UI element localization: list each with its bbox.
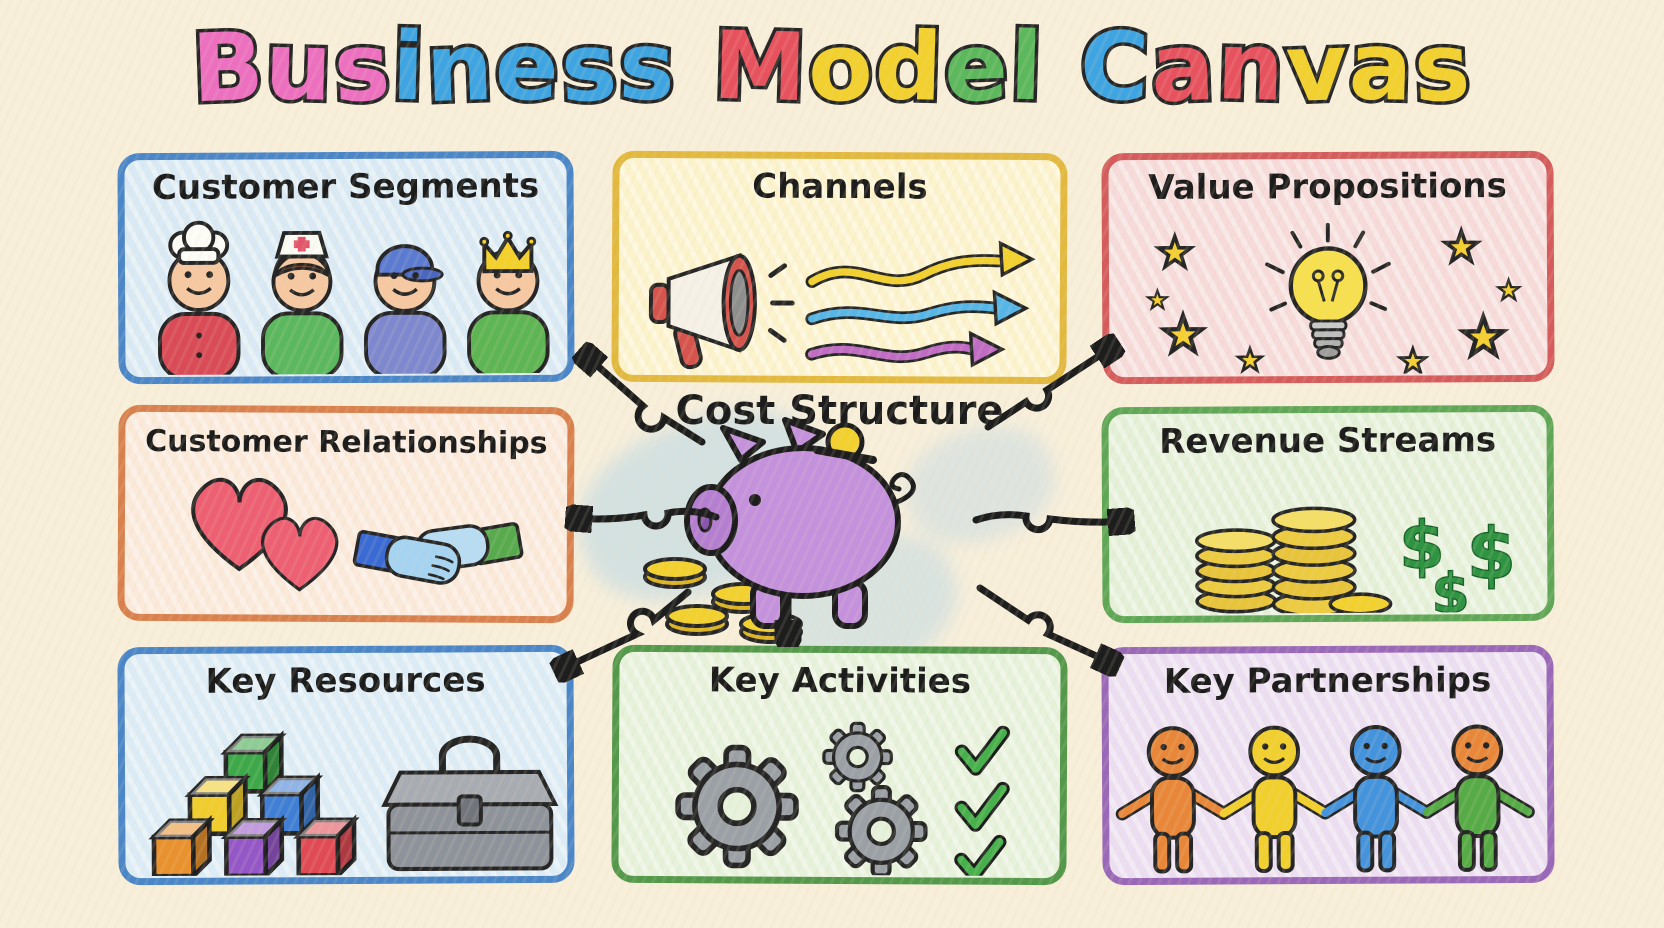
box-label: Customer Segments [151, 165, 540, 209]
person-icon [1219, 725, 1330, 873]
title-letter: s [329, 10, 398, 128]
title-letter: s [614, 9, 682, 127]
hearts-icon [190, 477, 339, 592]
title-letter: B [186, 9, 270, 128]
box-label: Value Propositions [1148, 166, 1507, 208]
dollar-sign: $ [1399, 508, 1445, 584]
nurse-person-icon [261, 230, 344, 376]
dollar-sign: $ [1466, 512, 1516, 595]
toolbox-icon [381, 735, 559, 872]
title-letter: o [803, 9, 880, 127]
gears-icon [678, 721, 926, 875]
title-letter: n [1212, 9, 1291, 127]
box-label: Channels [752, 166, 928, 208]
coin-stack-icon [1195, 528, 1277, 614]
person-icon [1118, 726, 1228, 874]
box-channels: Channels [611, 150, 1068, 385]
customer-relationships-icon [190, 477, 524, 592]
coin-icon [1328, 592, 1393, 615]
title-letter: i [387, 9, 431, 126]
box-key-resources: Key Resources [117, 644, 575, 886]
box-revenue-streams: Revenue Streams $ $ $ [1101, 404, 1555, 624]
box-label: Key Resources [205, 660, 486, 702]
box-label: Customer Relationships [145, 423, 548, 462]
lightbulb-icon [1265, 222, 1391, 360]
revenue-streams-icon: $ $ $ [1195, 506, 1517, 615]
box-value-propositions: Value Propositions [1101, 150, 1555, 385]
dollar-sign: $ [1431, 561, 1470, 614]
title-letter: d [870, 9, 949, 127]
title-letter: n [421, 9, 501, 127]
piggy-bank-body [684, 417, 916, 629]
value-propositions-icon [1146, 222, 1521, 375]
handshake-icon [352, 522, 524, 585]
box-key-partnerships: Key Partnerships [1101, 644, 1555, 886]
person-icon [1422, 724, 1533, 872]
sound-dashes [768, 263, 795, 343]
dollar-signs: $ $ $ [1398, 507, 1517, 614]
person-icon [1321, 725, 1431, 873]
title-letter: v [1280, 9, 1354, 127]
title-letter: s [1409, 10, 1478, 128]
wavy-arrow-blue-icon [805, 289, 1030, 327]
box-customer-segments: Customer Segments [117, 150, 575, 385]
title-letter: a [1146, 9, 1222, 127]
checkmarks-icon [954, 725, 1011, 877]
customer-segments-people-icon [157, 220, 550, 376]
title-letter: M [708, 8, 814, 127]
megaphone-icon [648, 253, 757, 370]
box-customer-relationships: Customer Relationships [117, 404, 575, 624]
key-resources-icon [125, 710, 559, 876]
wavy-arrow-yellow-icon [805, 240, 1036, 288]
key-activities-icon [618, 721, 1011, 877]
title-letter: l [1005, 9, 1049, 126]
cap-person-icon [364, 244, 447, 376]
title-letter: u [260, 9, 339, 127]
box-label: Revenue Streams [1159, 420, 1497, 462]
key-partnerships-icon [1115, 724, 1535, 874]
box-label: Key Partnerships [1163, 660, 1492, 702]
title-letter: e [490, 9, 566, 127]
building-blocks-icon [153, 735, 354, 876]
title-letter: s [556, 10, 625, 128]
king-person-icon [467, 230, 550, 376]
wavy-arrow-purple-icon [805, 330, 1006, 368]
title-letter: C [1075, 9, 1156, 127]
chef-person-icon [157, 220, 241, 376]
piggy-bank-icon [643, 417, 916, 644]
box-key-activities: Key Activities [611, 644, 1068, 886]
box-label: Key Activities [708, 660, 972, 702]
channels-icon [648, 240, 1036, 370]
title-letter: e [939, 9, 1016, 127]
title-letter: a [1344, 9, 1419, 127]
